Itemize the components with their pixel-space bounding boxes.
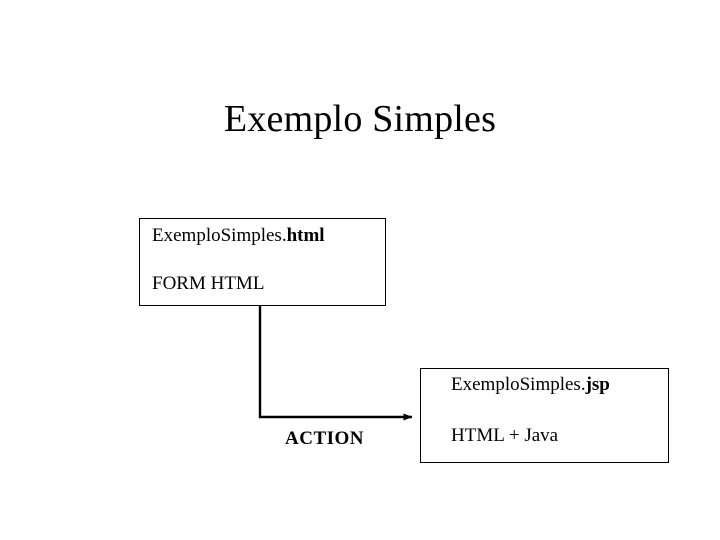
- flow-node-html-filename: ExemploSimples.html: [152, 225, 325, 247]
- flow-node-jsp-filename: ExemploSimples.jsp: [451, 374, 610, 396]
- flow-node-jsp-description: HTML + Java: [451, 425, 559, 446]
- flow-node-jsp-filename-base: ExemploSimples.: [451, 374, 586, 395]
- flow-edge-action-path: [258, 306, 413, 421]
- flow-node-jsp-filename-extension: jsp: [585, 374, 610, 395]
- flow-node-jsp-page[interactable]: ExemploSimples.jsp HTML + Java: [420, 368, 669, 463]
- flow-node-html-page[interactable]: ExemploSimples.html FORM HTML: [139, 218, 386, 306]
- flow-node-html-description: FORM HTML: [152, 273, 265, 294]
- flow-node-html-filename-extension: html: [286, 225, 325, 246]
- page-title: Exemplo Simples: [223, 98, 497, 141]
- flow-edge-action-label: ACTION: [285, 428, 365, 449]
- flow-node-html-filename-base: ExemploSimples.: [152, 225, 287, 246]
